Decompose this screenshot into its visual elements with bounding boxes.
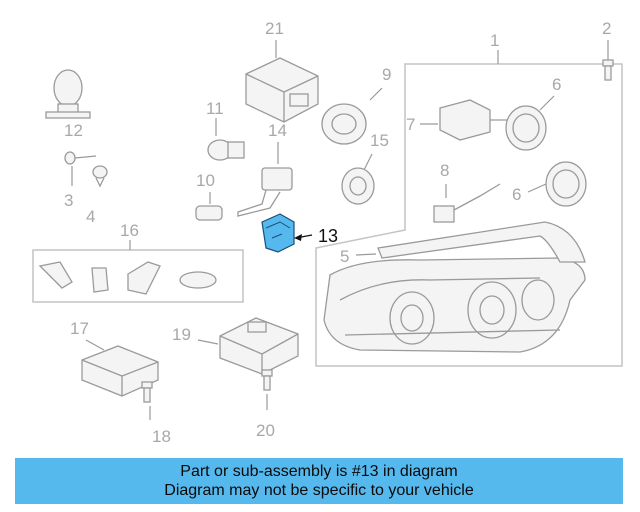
leader-19 (197, 339, 219, 345)
screw-20 (261, 369, 273, 391)
callout-6a: 6 (552, 75, 561, 94)
headlamp-assembly-frame (315, 63, 623, 367)
callout-9: 9 (382, 65, 391, 84)
callout-3: 3 (64, 191, 73, 210)
leveling-motor-7 (439, 99, 508, 141)
bulb-10 (195, 205, 223, 221)
banner-line-2: Diagram may not be specific to your vehi… (164, 482, 474, 499)
callout-14: 14 (268, 121, 287, 140)
leader-6b (527, 183, 547, 193)
parts-diagram: 1 5 2 21 12 3 (32, 19, 623, 446)
callout-19: 19 (172, 325, 191, 344)
kit-16-frame (32, 249, 244, 303)
cap-15 (341, 167, 375, 205)
banner-line-1: Part or sub-assembly is #13 in diagram (180, 463, 458, 480)
ring-6-upper (505, 105, 547, 151)
info-banner: Part or sub-assembly is #13 in diagram D… (15, 458, 623, 504)
screw-18 (141, 381, 153, 403)
leader-6a (539, 95, 555, 111)
callout-7: 7 (406, 115, 415, 134)
xenon-bulb-14 (237, 167, 293, 217)
leader-9 (369, 87, 383, 101)
leader-17 (85, 339, 105, 351)
screw-2 (602, 59, 614, 81)
callout-18: 18 (152, 427, 171, 446)
callout-20: 20 (256, 421, 275, 440)
leader-5 (355, 253, 377, 256)
socket-8 (433, 183, 501, 223)
callout-21: 21 (265, 19, 284, 38)
headlamp-housing (323, 257, 586, 353)
kit-16-parts (38, 261, 217, 295)
cap-9 (321, 103, 367, 145)
ballast-17 (81, 345, 159, 397)
ring-6-lower (545, 161, 587, 207)
callout-13: 13 (318, 226, 338, 246)
bracket-13-highlighted (261, 213, 295, 253)
callout-17: 17 (70, 319, 89, 338)
callout-16: 16 (120, 221, 139, 240)
leader-15 (363, 153, 373, 171)
ballast-19 (219, 317, 299, 375)
callout-15: 15 (370, 131, 389, 150)
callout-4: 4 (86, 207, 95, 226)
callout-2: 2 (602, 19, 611, 38)
callout-5: 5 (340, 247, 349, 266)
callout-8: 8 (440, 161, 449, 180)
bulb-12 (45, 69, 91, 119)
callout-10: 10 (196, 171, 215, 190)
callout-1: 1 (490, 31, 499, 50)
clip-4 (92, 165, 108, 188)
arrow-13 (294, 234, 302, 241)
callout-12: 12 (64, 121, 83, 140)
bolt-3 (64, 151, 97, 165)
bulb-11 (207, 139, 245, 161)
callout-6b: 6 (512, 185, 521, 204)
trim-strip-5 (377, 221, 586, 263)
control-module-21 (245, 57, 319, 123)
callout-11: 11 (206, 99, 224, 118)
